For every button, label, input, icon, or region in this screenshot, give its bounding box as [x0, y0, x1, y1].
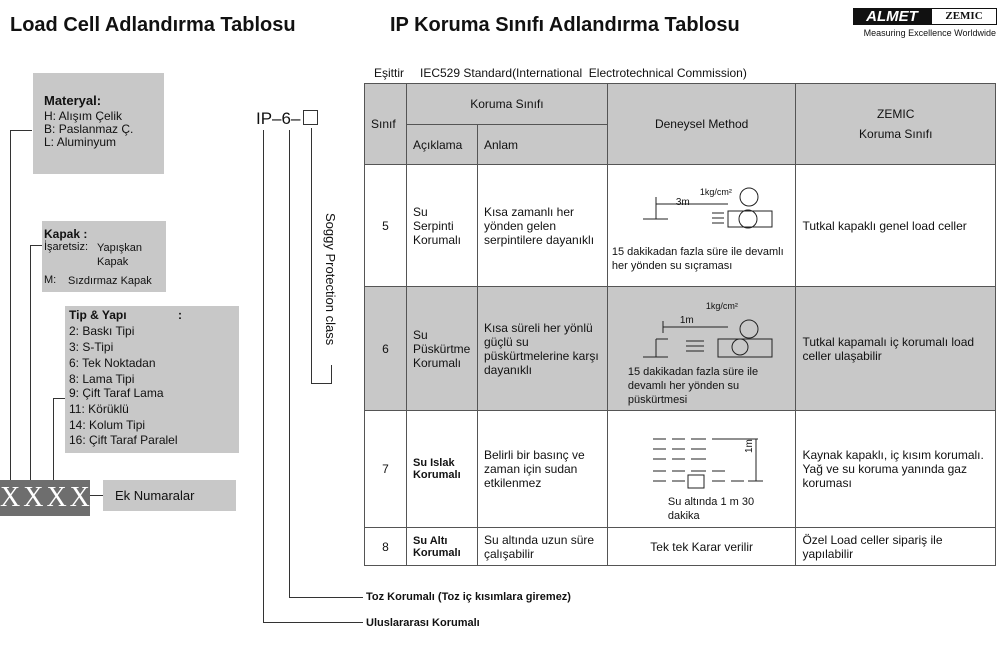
right-title: IP Koruma Sınıfı Adlandırma Tablosu	[390, 14, 740, 36]
method-distance: 1m	[679, 315, 694, 326]
row-method: 1kg/cm² 3m 15 dakikadan fazla süre ile d…	[606, 164, 797, 287]
header-deneysel: Deneysel Method	[606, 83, 797, 165]
tip-item: 3: S-Tipi	[69, 340, 114, 354]
row-method: 1m Su altında 1 m 30 dakika	[606, 410, 797, 528]
method-distance: 1m	[743, 439, 755, 453]
kapak-code-1: M:	[44, 274, 57, 286]
row-zemic: Tutkal kapaklı genel load celler	[795, 164, 996, 287]
header-aciklama: Açıklama	[405, 124, 478, 165]
materyal-item-l: L: Aluminyum	[44, 135, 117, 149]
spray-test-diagram	[642, 319, 773, 358]
tip-heading: Tip & Yapı	[69, 308, 127, 322]
row-sinif: 5	[364, 164, 407, 287]
row-aciklama: Su Serpinti Korumalı	[405, 164, 478, 287]
immersion-test-diagram	[652, 438, 763, 489]
model-code-box: XXXX	[0, 480, 90, 516]
logo-almet: ALMET	[853, 8, 931, 25]
table-row: 7 Su Islak Korumalı Belirli bir basınç v…	[364, 410, 996, 528]
ip-protection-table: Sınıf Koruma Sınıfı Deneysel Method ZEMI…	[364, 83, 996, 566]
row-method: 1kg/cm² 1m 15 dakikadan fazla süre ile d…	[606, 286, 797, 411]
row-anlam: Belirli bir basınç ve zaman için sudan e…	[476, 410, 608, 528]
kapak-box: Kapak : İşaretsiz: Yapışkan Kapak M: Sız…	[42, 221, 166, 292]
toz-label: Toz Korumalı (Toz iç kısımlara giremez)	[366, 591, 571, 603]
company-logo: ALMET ZEMIC Measuring Excellence Worldwi…	[853, 8, 997, 42]
row-aciklama: Su Püskürtme Korumalı	[405, 286, 478, 411]
uluslararasi-label: Uluslararası Korumalı	[366, 617, 480, 629]
materyal-item-h: H: Alışım Çelik	[44, 109, 123, 123]
tip-item: 2: Baskı Tipi	[69, 324, 135, 338]
header-anlam: Anlam	[476, 124, 608, 165]
tip-colon: :	[178, 308, 182, 322]
tip-item: 11: Körüklü	[69, 402, 129, 416]
kapak-heading: Kapak :	[44, 227, 88, 241]
row-aciklama: Su Islak Korumalı	[405, 410, 478, 528]
ek-numaralar-box: Ek Numaralar	[103, 480, 236, 511]
kapak-label-0: Yapışkan Kapak	[97, 242, 143, 268]
tip-item: 9: Çift Taraf Lama	[69, 386, 164, 400]
materyal-item-b: B: Paslanmaz Ç.	[44, 122, 134, 136]
kapak-code-0: İşaretsiz:	[44, 241, 89, 253]
table-row: 5 Su Serpinti Korumalı Kısa zamanlı her …	[364, 164, 996, 287]
table-row: 6 Su Püskürtme Korumalı Kısa süreli her …	[364, 286, 996, 411]
ip-code-slot	[303, 110, 318, 125]
soggy-protection-label: Soggy Protection class	[323, 213, 338, 346]
row-zemic: Kaynak kapaklı, iç kısım korumalı. Yağ v…	[795, 410, 996, 528]
row-sinif: 6	[364, 286, 407, 411]
method-pressure: 1kg/cm²	[699, 187, 732, 197]
standard-text: IEC529 Standard(International Electrotec…	[420, 66, 747, 80]
ip-code: IP–6–	[256, 109, 301, 128]
method-pressure: 1kg/cm²	[705, 301, 738, 311]
row-aciklama: Su Altı Korumalı	[405, 527, 478, 566]
tip-item: 6: Tek Noktadan	[69, 356, 156, 370]
tip-item: 16: Çift Taraf Paralel	[69, 433, 178, 447]
row-anlam: Su altında uzun süre çalışabilir	[476, 527, 608, 566]
row-sinif: 8	[364, 527, 407, 566]
tip-box: Tip & Yapı : 2: Baskı Tipi 3: S-Tipi 6: …	[65, 306, 239, 453]
standard-prefix: Eşittir	[374, 66, 404, 80]
header-koruma: Koruma Sınıfı	[405, 83, 608, 125]
header-sinif: Sınıf	[364, 83, 407, 165]
method-caption: 15 dakikadan fazla süre ile devamlı her …	[611, 246, 784, 272]
logo-zemic: ZEMIC	[931, 8, 997, 25]
splash-test-diagram	[642, 187, 773, 229]
row-anlam: Kısa zamanlı her yönden gelen serpintile…	[476, 164, 608, 287]
row-anlam: Kısa süreli her yönlü güçlü su püskürtme…	[476, 286, 608, 411]
kapak-label-1: Sızdırmaz Kapak	[68, 275, 152, 287]
row-sinif: 7	[364, 410, 407, 528]
tip-item: 14: Kolum Tipi	[69, 418, 146, 432]
materyal-box: Materyal: H: Alışım Çelik B: Paslanmaz Ç…	[33, 73, 164, 174]
row-zemic: Tutkal kapamalı iç korumalı load celler …	[795, 286, 996, 411]
row-method: Tek tek Karar verilir	[606, 527, 797, 566]
tip-item: 8: Lama Tipi	[69, 372, 135, 386]
left-title: Load Cell Adlandırma Tablosu	[10, 14, 296, 36]
materyal-heading: Materyal:	[44, 93, 102, 108]
table-row: 8 Su Altı Korumalı Su altında uzun süre …	[364, 527, 996, 566]
row-zemic: Özel Load celler sipariş ile yapılabilir	[795, 527, 996, 566]
method-distance: 3m	[675, 197, 690, 208]
logo-tagline: Measuring Excellence Worldwide	[863, 28, 996, 38]
method-caption: 15 dakikadan fazla süre ile devamlı her …	[627, 366, 759, 406]
method-caption: Su altında 1 m 30 dakika	[667, 496, 755, 522]
